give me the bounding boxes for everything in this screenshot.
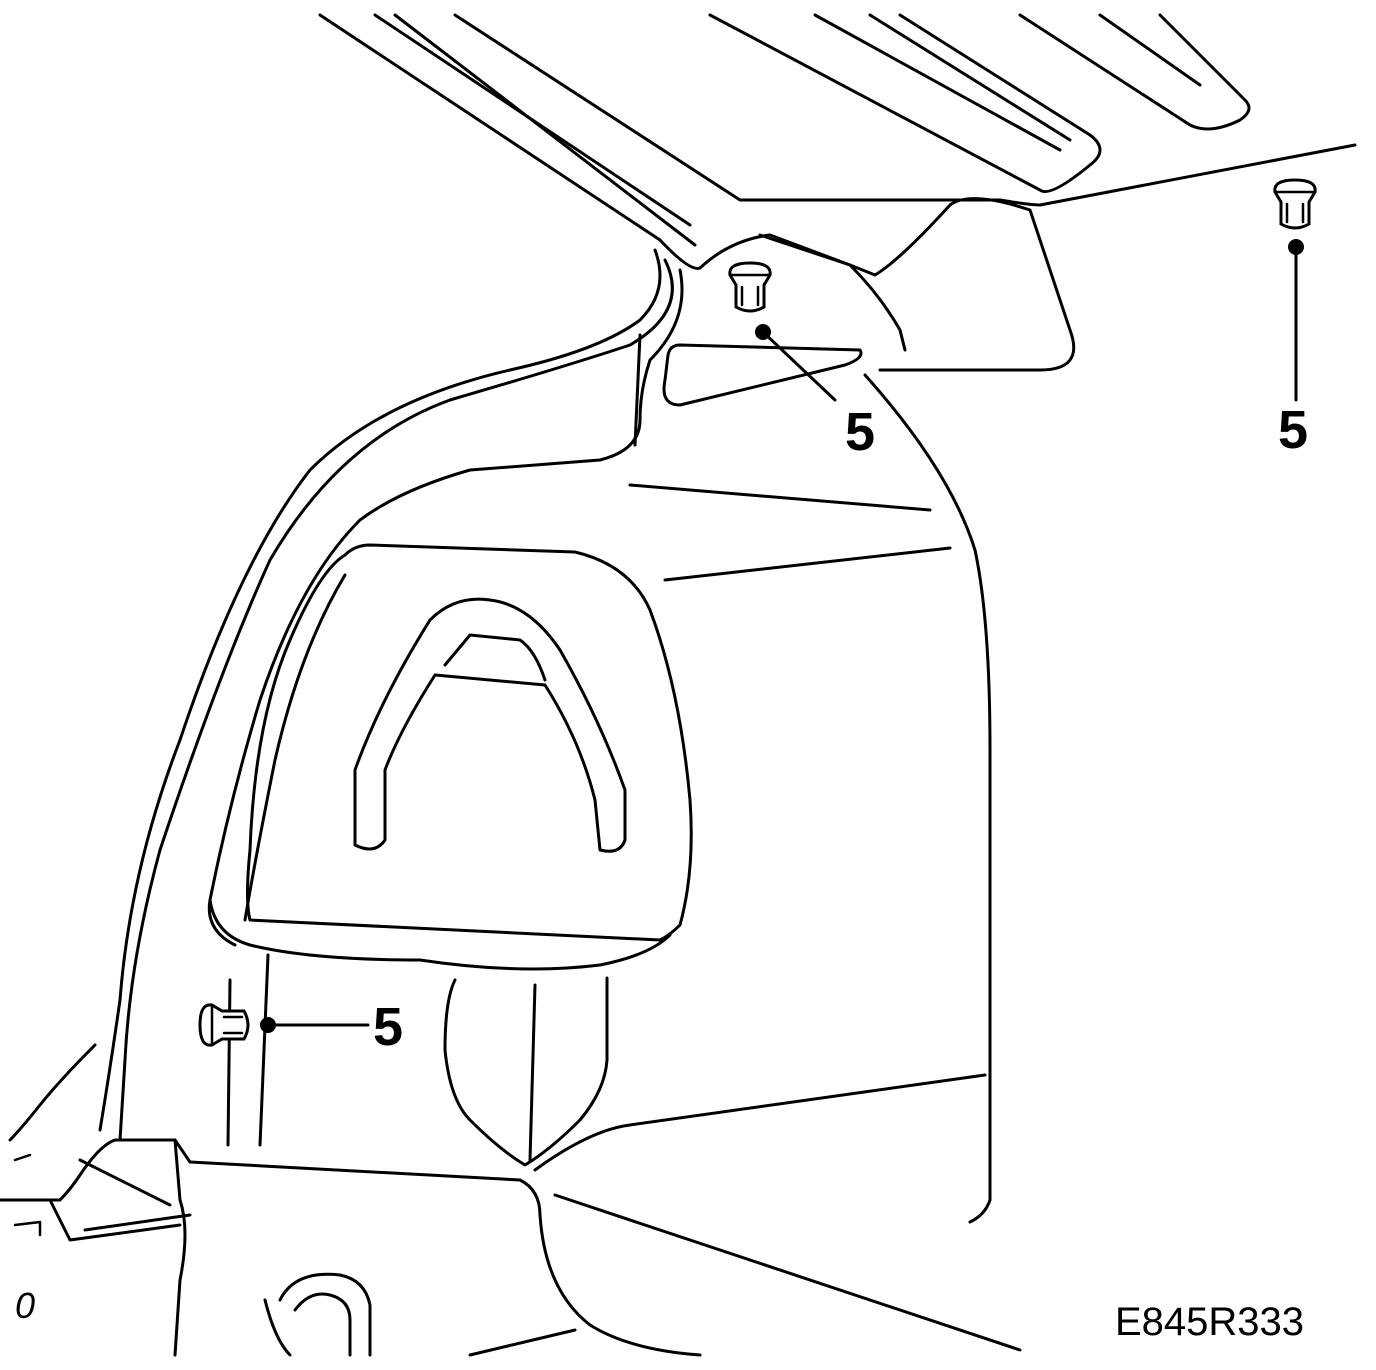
push-clip-icon — [1273, 178, 1317, 230]
corner-mark: 0 — [15, 1285, 35, 1326]
callout-leaders — [260, 239, 1304, 1033]
upper-pillar-panel — [662, 197, 1076, 407]
roof-edges — [318, 13, 1357, 270]
push-clip-icon — [198, 1003, 250, 1047]
pillar-seal — [98, 248, 684, 1142]
callout-label-clip-top-center: 5 — [845, 402, 875, 462]
push-clip-icon — [728, 261, 772, 313]
callout-label-clip-lower-left: 5 — [373, 997, 403, 1057]
quarter-panel — [208, 373, 992, 1224]
callout-label-clip-top-right: 5 — [1278, 400, 1308, 460]
reference-code: E845R333 — [1115, 1300, 1304, 1344]
lower-floor — [0, 953, 1022, 1357]
